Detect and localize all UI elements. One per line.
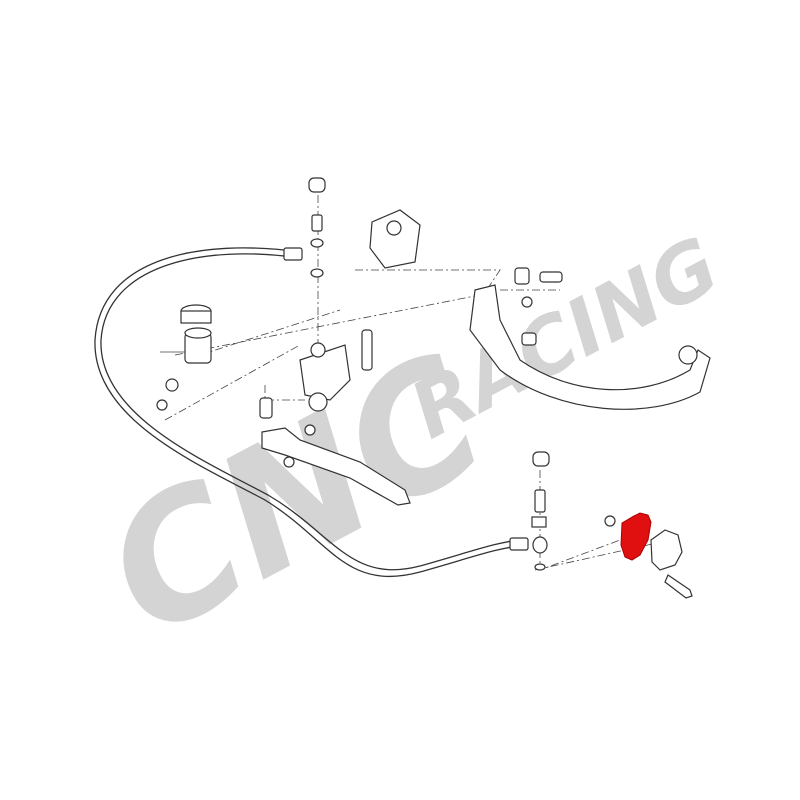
watermark-sub: RACING [397, 221, 734, 457]
lever-guard [469, 267, 711, 410]
clutch-lever [261, 427, 411, 506]
highlighted-part [620, 512, 652, 561]
clamp-bracket [369, 209, 421, 269]
fluid-reservoir [156, 304, 212, 411]
clutch-hose [94, 247, 529, 578]
upper-banjo-bolt-stack [308, 177, 326, 278]
clutch-slave-cylinder [604, 512, 693, 599]
lower-banjo-bolt-stack [531, 451, 550, 571]
cnc-racing-watermark: CNC RACING [76, 221, 733, 677]
master-cylinder [259, 329, 373, 436]
